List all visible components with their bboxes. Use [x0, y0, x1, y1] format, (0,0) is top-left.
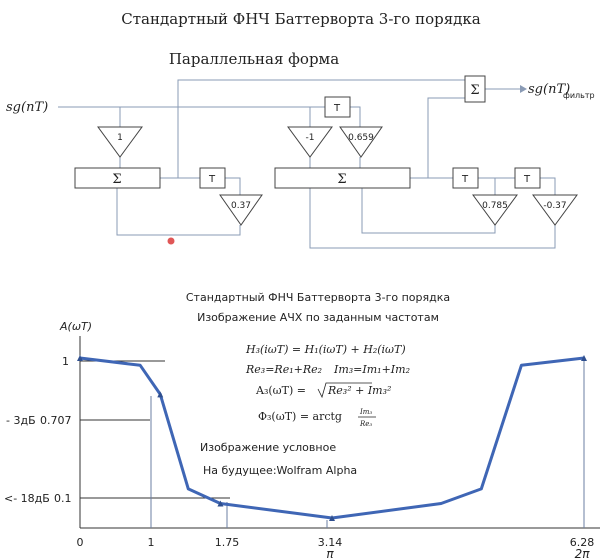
response-series: [77, 355, 587, 521]
cursor-dot-icon: [167, 237, 175, 245]
summer-1: Σ: [74, 167, 161, 189]
svg-text:1: 1: [117, 133, 123, 143]
x-sub-pi: π: [326, 547, 334, 560]
formula-a: A₃(ωT) =: [255, 384, 306, 397]
svg-text:0.659: 0.659: [348, 133, 374, 143]
response-line: [79, 356, 585, 520]
x-tick-175: 1.75: [215, 536, 240, 549]
formula-a-root: Re₃² + Im₃²: [327, 384, 391, 397]
gain-block-minus037: -0.37: [532, 194, 578, 226]
y-axis-label: A(ωT): [59, 320, 92, 333]
gain-block-1: 1: [97, 126, 143, 158]
chart-subtitle: Изображение АЧХ по заданным частотам: [197, 311, 439, 324]
block-diagram: Стандартный ФНЧ Баттерворта 3-го порядка…: [6, 10, 595, 249]
chart-title: Стандартный ФНЧ Баттерворта 3-го порядка: [186, 291, 450, 304]
y-tick-0707: 0.707: [40, 414, 72, 427]
response-point-4: [581, 355, 587, 361]
sqrt-sign-icon: [317, 382, 372, 399]
output-label-sub: фильтр: [563, 91, 595, 100]
formula-h: H₃(iωT) = H₁(iωT) + H₂(iωT): [245, 343, 406, 356]
delay-block-2: T: [324, 96, 351, 118]
formula-phi-den: Re₃: [359, 420, 372, 428]
response-point-3: [329, 515, 335, 521]
diagram-title: Стандартный ФНЧ Баттерворта 3-го порядка: [121, 10, 480, 28]
x-tick-628: 6.28: [570, 536, 595, 549]
input-label: sg(nT): [6, 100, 48, 115]
formula-phi-num: Im₃: [359, 408, 372, 416]
delay-block-1: T: [199, 167, 226, 189]
gain-block-0785: 0.785: [472, 194, 518, 226]
formula-phi: Φ₃(ωT) = arctg: [258, 410, 342, 423]
svg-text:-0.37: -0.37: [543, 201, 566, 211]
note-conditional: Изображение условное: [200, 441, 336, 454]
y-tick-1: 1: [62, 355, 69, 368]
diagram-subtitle: Параллельная форма: [169, 50, 339, 68]
output-arrow-icon: [520, 85, 527, 93]
svg-text:T: T: [523, 174, 531, 185]
x-sub-2pi: 2π: [575, 547, 591, 560]
output-label: sg(nT): [528, 82, 570, 97]
gain-block-minus1: -1: [287, 126, 333, 158]
note-wolfram: На будущее:Wolfram Alpha: [203, 464, 357, 477]
delay-block-3: T: [452, 167, 479, 189]
response-point-1: [157, 391, 164, 398]
svg-text:0.37: 0.37: [231, 201, 251, 211]
formula-re: Re₃=Re₁+Re₂: [245, 363, 322, 376]
svg-text:Σ: Σ: [112, 172, 121, 187]
y-side-label-3db: - 3дБ: [6, 414, 36, 427]
delay-block-4: T: [514, 167, 541, 189]
y-tick-01: 0.1: [54, 492, 72, 505]
x-tick-1: 1: [148, 536, 155, 549]
response-point-2: [217, 500, 224, 507]
x-tick-314: 3.14: [318, 536, 343, 549]
svg-text:T: T: [333, 103, 341, 114]
svg-text:T: T: [208, 174, 216, 185]
summer-2: Σ: [274, 167, 411, 189]
response-chart: Стандартный ФНЧ Баттерворта 3-го порядка…: [4, 291, 600, 560]
x-tick-0: 0: [77, 536, 84, 549]
signal-wires: [58, 79, 556, 249]
svg-text:Σ: Σ: [337, 172, 346, 187]
response-point-0: [77, 355, 83, 361]
svg-text:0.785: 0.785: [482, 201, 508, 211]
summer-output: Σ: [464, 75, 486, 103]
gain-block-0659: 0.659: [339, 126, 383, 158]
y-side-label-18db: <- 18дБ: [4, 492, 50, 505]
svg-text:Σ: Σ: [470, 83, 479, 98]
gain-block-037: 0.37: [219, 194, 263, 226]
formula-im: Im₃=Im₁+Im₂: [333, 363, 410, 376]
svg-text:T: T: [461, 174, 469, 185]
svg-text:-1: -1: [306, 133, 315, 143]
